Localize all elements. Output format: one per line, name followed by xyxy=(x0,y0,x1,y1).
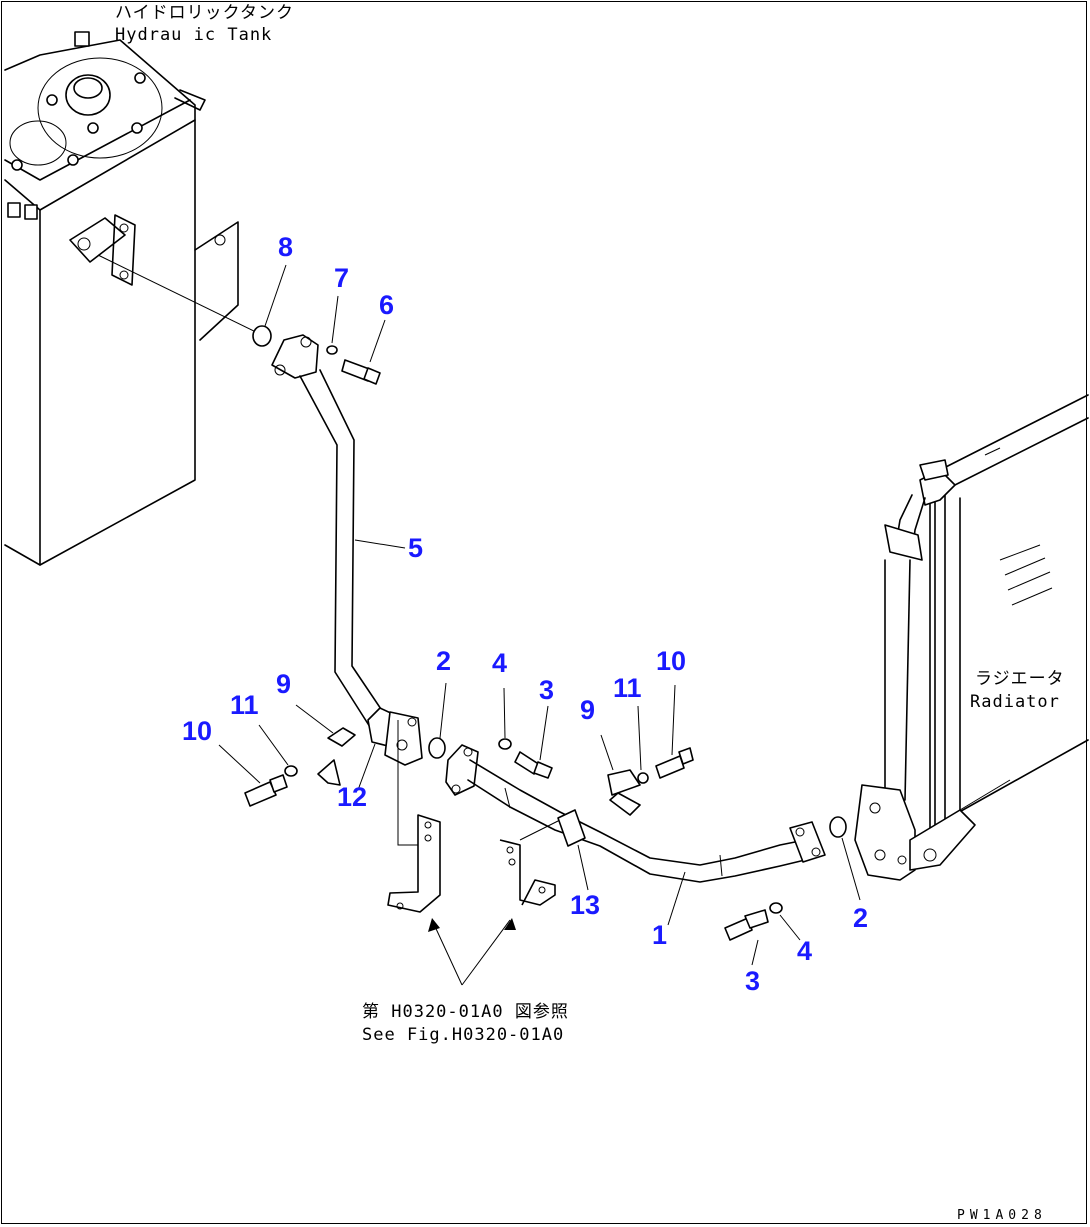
fitting-8-7-6 xyxy=(252,264,386,385)
reference-label-jp: 第 H0320-01A0 図参照 xyxy=(362,1002,569,1022)
callout-10: 10 xyxy=(656,646,687,676)
callout-5: 5 xyxy=(408,533,424,563)
callout-13: 13 xyxy=(570,890,601,920)
callout-1: 1 xyxy=(652,920,668,950)
callout-2: 2 xyxy=(436,646,452,676)
pipe-5 xyxy=(271,334,406,728)
callout-10: 10 xyxy=(182,716,213,746)
callout-6: 6 xyxy=(379,290,395,320)
callout-3: 3 xyxy=(539,675,555,705)
callout-4: 4 xyxy=(492,648,508,678)
radiator xyxy=(854,394,1089,881)
radiator-label-jp: ラジエータ xyxy=(975,669,1065,689)
callout-12: 12 xyxy=(337,782,368,812)
left-clamp-assembly xyxy=(218,704,356,807)
tank-label-en: Hydrau ic Tank xyxy=(115,25,273,45)
callout-7: 7 xyxy=(334,263,350,293)
radiator-label-en: Radiator xyxy=(970,692,1060,712)
lower-bolt-assembly xyxy=(724,816,861,966)
callout-3: 3 xyxy=(745,966,761,996)
callout-11: 11 xyxy=(230,690,259,720)
callout-4: 4 xyxy=(797,936,813,966)
callout-8: 8 xyxy=(278,232,294,262)
pipe-1 xyxy=(445,684,826,926)
elbow-flange xyxy=(357,682,447,791)
reference-label-en: See Fig.H0320-01A0 xyxy=(362,1025,565,1045)
callout-9: 9 xyxy=(580,695,596,725)
callout-2: 2 xyxy=(853,903,869,933)
callout-11: 11 xyxy=(613,673,642,703)
callout-9: 9 xyxy=(276,669,292,699)
mounting-brackets xyxy=(387,720,561,986)
hydraulic-tank xyxy=(4,31,263,566)
drawing-code: PW1A028 xyxy=(957,1208,1047,1223)
tank-label-jp: ハイドロリックタンク xyxy=(115,3,294,23)
